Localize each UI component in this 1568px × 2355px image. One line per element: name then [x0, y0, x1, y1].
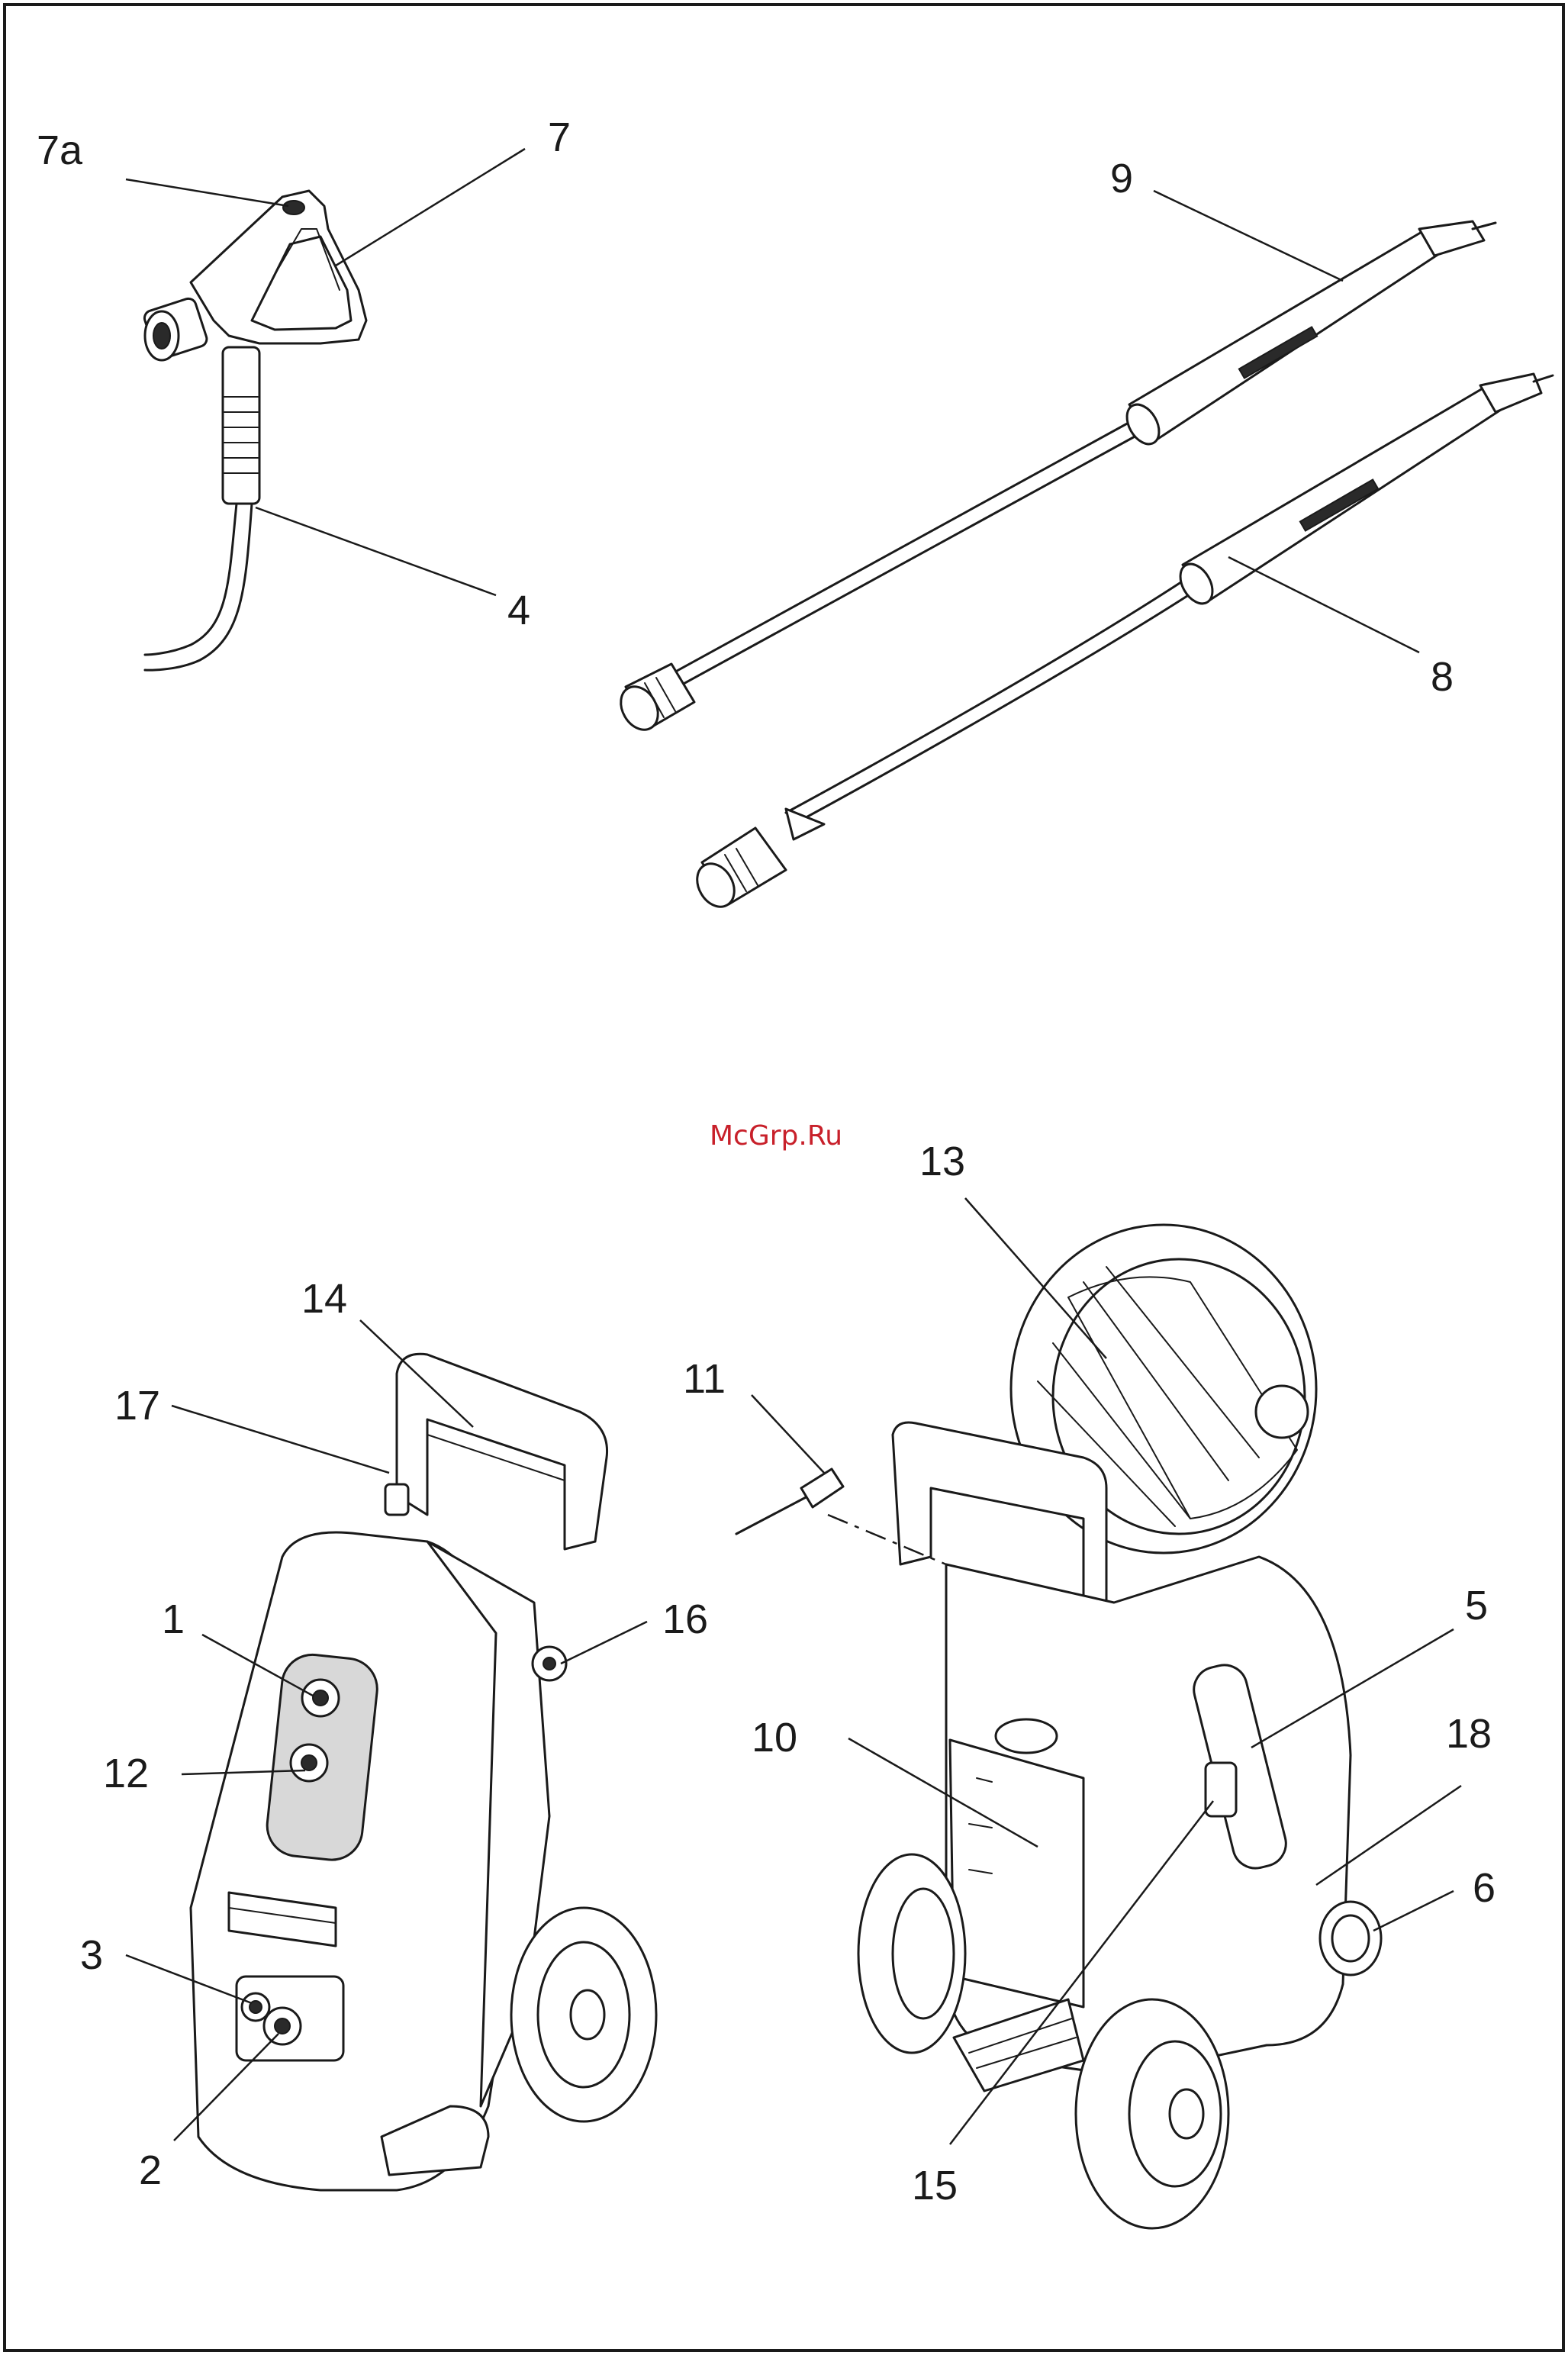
leader-17	[172, 1406, 389, 1473]
leader-9	[1154, 191, 1343, 281]
callout-2: 2	[139, 2147, 162, 2193]
callout-3: 3	[80, 1932, 103, 1978]
callout-4: 4	[507, 588, 530, 633]
leader-4	[256, 507, 496, 595]
callout-13: 13	[919, 1139, 965, 1184]
callout-16: 16	[662, 1596, 708, 1642]
leader-11	[752, 1395, 824, 1473]
callout-18: 18	[1446, 1711, 1492, 1757]
callout-12: 12	[103, 1751, 149, 1796]
callout-6: 6	[1473, 1865, 1496, 1911]
callout-14: 14	[301, 1276, 347, 1322]
callout-1: 1	[162, 1596, 185, 1642]
leader-7	[336, 149, 525, 266]
leader-7a	[126, 179, 288, 206]
callout-15: 15	[912, 2163, 958, 2208]
leader-6	[1373, 1891, 1454, 1931]
callout-17: 17	[114, 1383, 160, 1429]
callout-11: 11	[683, 1356, 726, 1402]
callout-5: 5	[1465, 1583, 1488, 1629]
lance-8-drawing	[690, 374, 1553, 913]
callout-7a: 7a	[37, 127, 83, 173]
watermark-text: McGrp.Ru	[710, 1120, 842, 1152]
callout-10: 10	[752, 1715, 797, 1761]
spray-gun-drawing	[143, 191, 366, 670]
callout-9: 9	[1110, 156, 1133, 201]
machine-rear-drawing	[858, 1225, 1381, 2228]
callout-7: 7	[548, 114, 571, 160]
leader-16	[561, 1622, 647, 1664]
callout-8: 8	[1431, 654, 1454, 700]
leader-8	[1228, 557, 1419, 652]
